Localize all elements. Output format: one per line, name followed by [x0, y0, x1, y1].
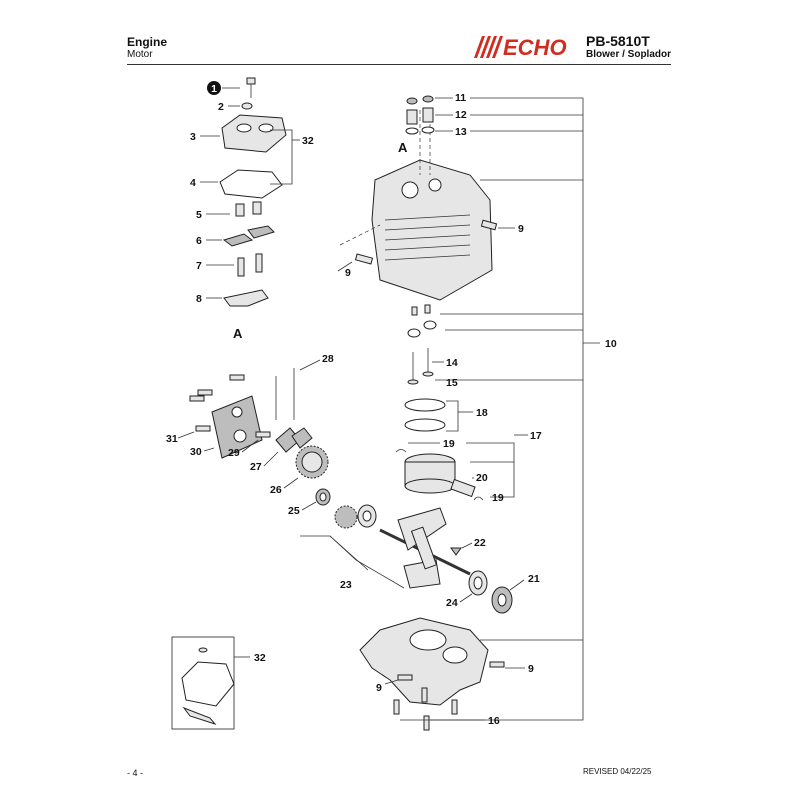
header-divider [127, 64, 671, 65]
cylinder-part-10 [371, 159, 493, 301]
bearing-left [357, 504, 377, 528]
spring-seat-part-13 [405, 126, 435, 135]
model-description: Blower / Soplador [586, 49, 672, 60]
dowel-pins [411, 304, 431, 316]
callout-32-bottom: 32 [254, 652, 266, 664]
reference-a-lower: A [233, 326, 243, 341]
callout-31: 31 [166, 433, 178, 445]
gasket-kit-box-32 [171, 636, 235, 730]
valve-seal [407, 320, 437, 338]
circlip-part-19-right [473, 496, 484, 501]
callout-20: 20 [476, 472, 488, 484]
callout-24: 24 [446, 597, 458, 609]
callout-4: 4 [190, 177, 196, 189]
stud-part-7 [237, 253, 263, 277]
guide-plate-part-8 [223, 289, 269, 307]
callout-9-lower-left: 9 [376, 682, 382, 694]
bearing-part-24 [468, 570, 488, 596]
callout-9-lower-right: 9 [528, 663, 534, 675]
callout-12: 12 [455, 109, 467, 121]
crankcase-bolts [393, 661, 505, 731]
logo-stripes [474, 36, 503, 58]
callout-23: 23 [340, 579, 352, 591]
callout-29: 29 [228, 447, 240, 459]
rocker-arm-part-6 [222, 225, 275, 247]
callout-2: 2 [218, 101, 224, 113]
callout-21: 21 [528, 573, 540, 585]
callout-18: 18 [476, 407, 488, 419]
callout-19-upper: 19 [443, 438, 455, 450]
cam-follower-part-27 [275, 427, 313, 453]
callout-27: 27 [250, 461, 262, 473]
callout-30: 30 [190, 446, 202, 458]
callout-16: 16 [488, 715, 500, 727]
callout-9-upper-left: 9 [345, 267, 351, 279]
bolt-part-9-left [354, 253, 374, 265]
callout-28: 28 [322, 353, 334, 365]
cam-cover-part-30 [211, 395, 263, 459]
cam-gear-part-26 [295, 445, 329, 479]
piston-pin-part-20 [450, 478, 476, 498]
callout-6: 6 [196, 235, 202, 247]
callout-5: 5 [196, 209, 202, 221]
callout-15: 15 [446, 377, 458, 389]
reference-a-upper: A [398, 140, 408, 155]
callout-17: 17 [530, 430, 542, 442]
callout-11: 11 [455, 92, 466, 104]
callout-22: 22 [474, 537, 486, 549]
key-part-22 [450, 547, 462, 556]
callout-7: 7 [196, 260, 202, 272]
callout-25: 25 [288, 505, 300, 517]
valve-cover-part-3 [221, 114, 287, 153]
oil-seal-part-25 [315, 488, 331, 506]
callout-13: 13 [455, 126, 467, 138]
callout-10: 10 [605, 338, 617, 350]
gasket-part-4 [219, 169, 283, 199]
cover-bolts-part-31 [189, 374, 245, 432]
callout-1-badge [207, 81, 221, 95]
bolt-part-1 [246, 77, 256, 98]
crank-gear [334, 505, 358, 529]
section-title: Engine [127, 35, 168, 49]
valve-spring-part-12 [406, 107, 434, 125]
callout-14: 14 [446, 357, 458, 369]
pivot-part-5 [235, 201, 262, 217]
logo-wordmark: ECHO [503, 35, 567, 58]
oil-seal-part-21 [491, 586, 513, 614]
section-subtitle: Motor [127, 49, 153, 60]
valve-spring-retainer-part-11 [406, 95, 434, 105]
echo-logo: ECHO [474, 35, 567, 58]
piston-ring-upper [404, 398, 446, 412]
valve-part-14 [407, 348, 434, 385]
piston-ring-lower [404, 418, 446, 432]
model-code: PB-5810T [586, 33, 650, 49]
bolt-part-9-right [480, 219, 498, 231]
callout-19-lower: 19 [492, 492, 504, 504]
revision-date: REVISED 04/22/25 [583, 767, 652, 776]
callout-32-top: 32 [302, 135, 314, 147]
piston-part-17 [404, 453, 456, 494]
crankcase-part-16 [359, 617, 489, 706]
crankshaft-part-23 [379, 507, 471, 589]
callout-8: 8 [196, 293, 202, 305]
callout-26: 26 [270, 484, 282, 496]
circlip-part-19-left [395, 449, 407, 453]
washer-part-2 [241, 102, 253, 110]
page-number: - 4 - [127, 768, 144, 778]
callout-3: 3 [190, 131, 196, 143]
cam-shaft-part-29 [255, 431, 271, 438]
push-rod-part-28 [275, 359, 321, 420]
callout-1: 1 [211, 83, 217, 95]
callout-9-upper-right: 9 [518, 223, 524, 235]
